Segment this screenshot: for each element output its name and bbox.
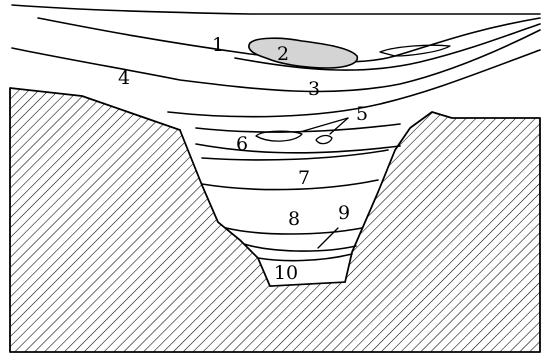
label-2: 2	[277, 43, 289, 65]
label-7: 7	[298, 167, 310, 189]
label-8: 8	[288, 208, 300, 230]
label-3: 3	[308, 78, 320, 100]
layer-1-top-boundary	[12, 5, 540, 14]
label-6: 6	[236, 133, 248, 155]
label-1: 1	[212, 34, 224, 56]
label-4: 4	[118, 67, 130, 89]
label-9: 9	[338, 202, 350, 224]
label-10: 10	[274, 262, 298, 284]
label-5: 5	[356, 103, 368, 125]
